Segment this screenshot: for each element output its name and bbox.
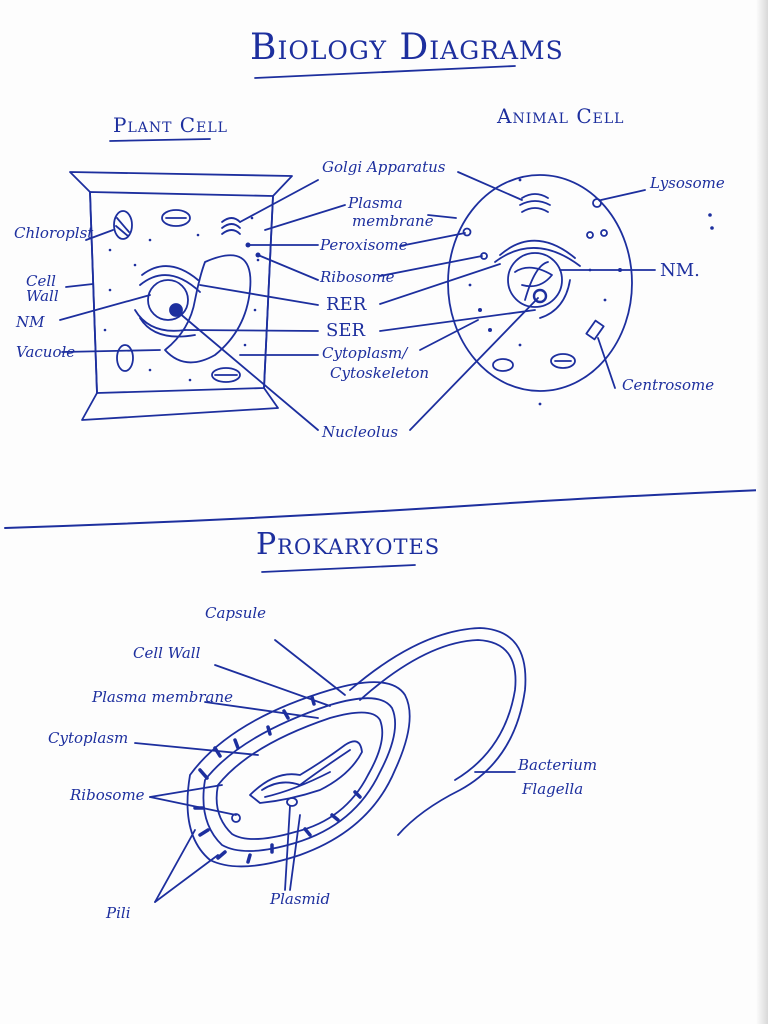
label-cytoskeleton: Cytoskeleton: [330, 364, 430, 382]
plant-chloroplast-4: [211, 367, 241, 383]
label-vacuole: Vacuole: [16, 343, 76, 361]
animal-leader-cyto: [419, 319, 479, 351]
prokaryote-cell: [134, 627, 527, 903]
plant-leader-chloroplast: [85, 229, 114, 241]
plant-title-underline: [109, 138, 211, 142]
label-prok-cell-wall: Cell Wall: [133, 644, 201, 662]
prok-leader-cyto: [134, 742, 259, 756]
plant-er: [134, 309, 196, 338]
label-lysosome: Lysosome: [650, 174, 725, 192]
animal-nucleus: [507, 252, 563, 308]
animal-nucleolus: [532, 288, 548, 304]
animal-leader-ribo: [379, 255, 483, 277]
plant-leader-plasma: [264, 204, 346, 231]
prok-leader-ribo1: [149, 784, 223, 798]
animal-leader-rer: [379, 263, 501, 305]
animal-leader-perox: [399, 232, 466, 247]
label-prok-ribosome: Ribosome: [70, 786, 145, 804]
animal-cell-title: Animal Cell: [497, 104, 625, 128]
plant-nuclear-membrane: [139, 265, 201, 293]
animal-golgi: [519, 193, 551, 213]
label-cytoplasm: Cytoplasm/: [322, 344, 408, 362]
animal-leader-lysosome: [600, 189, 646, 201]
animal-leader-centrosome: [597, 337, 616, 389]
label-membrane: membrane: [352, 212, 434, 230]
label-ser: SER: [326, 320, 366, 341]
plant-leader-ribo: [257, 254, 319, 281]
animal-leader-golgi: [457, 171, 523, 201]
label-chloroplast: Chloroplst: [14, 224, 94, 242]
label-capsule: Capsule: [205, 604, 267, 622]
label-nucleolus: Nucleolus: [322, 423, 399, 441]
label-pili: Pili: [106, 904, 131, 922]
prok-title-underline: [261, 564, 416, 573]
label-flagella: Flagella: [522, 780, 584, 798]
prok-leader-pili2: [154, 854, 219, 903]
page-edge-shadow: [756, 0, 768, 1024]
prok-leader-ribo2: [149, 796, 237, 816]
animal-lysosome: [592, 198, 602, 208]
plant-leader-nm: [59, 294, 151, 321]
plant-cell-inner-wall: [89, 191, 274, 394]
label-peroxisome: Peroxisome: [320, 236, 408, 254]
label-bacterium: Bacterium: [518, 756, 598, 774]
label-golgi: Golgi Apparatus: [322, 158, 446, 176]
label-plant-nm: NM: [16, 313, 45, 331]
plant-leader-golgi: [239, 179, 319, 223]
bacterium-cell-wall: [202, 697, 397, 852]
label-centrosome: Centrosome: [622, 376, 715, 394]
plant-chloroplast-3: [116, 344, 134, 372]
label-animal-nm: NM.: [660, 260, 700, 281]
label-prok-plasma: Plasma membrane: [92, 688, 234, 706]
label-ribosome: Ribosome: [320, 268, 395, 286]
label-plasma: Plasma: [348, 194, 403, 212]
animal-centrosome: [585, 319, 605, 341]
plant-nucleus: [147, 279, 189, 321]
plant-leader-ser: [184, 329, 319, 332]
bacterium-nucleoid: [249, 740, 363, 804]
section-divider: [4, 489, 763, 529]
prok-leader-capsule: [274, 639, 346, 696]
animal-mitochondrion-2: [550, 353, 576, 369]
animal-leader-nucleolus: [409, 297, 539, 431]
animal-leader-plasma: [427, 214, 457, 219]
plant-chloroplast-2: [161, 209, 191, 227]
animal-cytoplasm-dots: [468, 178, 714, 406]
animal-chromatin: [514, 261, 553, 301]
animal-cell: [379, 171, 714, 431]
animal-rer: [494, 239, 581, 319]
bacterium-flagellum: [349, 627, 527, 836]
plant-leader-rer: [199, 284, 319, 306]
label-prok-cytoplasm: Cytoplasm: [48, 729, 129, 747]
animal-mitochondrion-1: [492, 358, 514, 372]
prok-leader-plasmid1: [284, 805, 291, 891]
prok-leader-plasmid2: [289, 814, 301, 891]
prok-leader-pili1: [154, 829, 196, 903]
plant-cell-title: Plant Cell: [113, 113, 228, 137]
plant-leader-wall: [65, 283, 94, 288]
plant-leader-nucleolus: [177, 311, 319, 431]
bacterium-plasma-membrane: [215, 711, 384, 840]
label-plant-cell-wall: Cell Wall: [26, 272, 59, 305]
plant-chloroplast-1: [113, 210, 133, 240]
label-rer: RER: [326, 294, 367, 315]
plant-cytoplasm-dots: [103, 216, 261, 382]
plant-golgi: [221, 217, 241, 235]
plant-vacuole: [164, 254, 252, 364]
prokaryotes-title: Prokaryotes: [256, 527, 441, 562]
main-title-underline: [254, 65, 516, 79]
label-plasmid: Plasmid: [270, 890, 331, 908]
plant-cell-outer-wall: [69, 171, 293, 421]
prok-leader-wall: [214, 664, 331, 707]
plant-cell: [59, 171, 346, 431]
prok-leader-plasma: [204, 701, 319, 719]
animal-leader-ser: [379, 309, 536, 332]
plant-leader-vacuole: [61, 349, 161, 353]
animal-cell-membrane: [447, 174, 633, 392]
main-title: Biology Diagrams: [250, 27, 564, 68]
bacterium-plasmid: [286, 797, 298, 807]
